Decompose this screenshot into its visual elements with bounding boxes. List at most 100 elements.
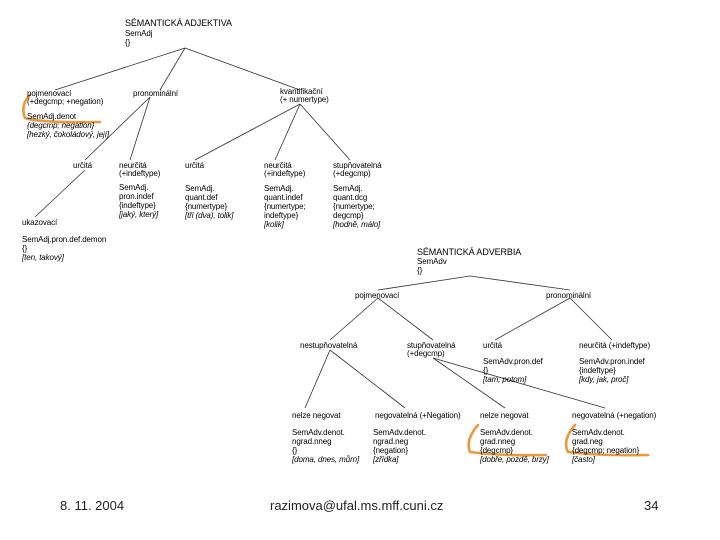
edge-adv-pojm-nestupn — [329, 297, 379, 341]
adj-urcita-kvant-attrs: {numertype} — [185, 202, 228, 211]
adv-neurcita-attrs: {indeftype} — [579, 366, 616, 375]
adv-nelze-negovat-2-attrs: {degcmp} — [480, 446, 514, 455]
edge-adj-kvant-neurcita — [274, 103, 301, 161]
adv-nelze-negovat-1-examples: [doma, dnes, můrn] — [292, 455, 360, 464]
adv-negovatelna-2-attrs: {degcmp; negation} — [572, 446, 640, 455]
adj-stupnovatelna-attrs2: degcmp} — [333, 211, 364, 220]
adv-tree-title: SÉMANTICKÁ ADVERBIA — [417, 247, 522, 257]
adj-neurcita-kvant-attrs1: {numertype; — [264, 202, 306, 211]
adj-ukazovaci-attrs: {} — [22, 244, 28, 253]
adj-kvantifikacni-features: (+ numertype) — [280, 95, 329, 104]
edge-adj-urcita-ukaz — [34, 169, 86, 218]
adj-urcita-kvant-label: určitá — [185, 161, 204, 170]
edge-adv-nestupn-neg1 — [329, 349, 406, 409]
adv-negovatelna-2-label: negovatelná (+negation) — [572, 411, 657, 420]
adj-neurcita-pron-label: neurčitá — [119, 161, 147, 170]
adv-pojmenovaci-label: pojmenovací — [355, 291, 400, 300]
adv-stupnovatelna-features: (+degcmp) — [407, 349, 445, 358]
adv-nelze-negovat-1-type1: SemAdv.denot. — [292, 428, 345, 437]
edge-adv-nestupn-nelze1 — [304, 349, 331, 409]
adj-neurcita-kvant-examples: [kolik] — [264, 220, 284, 229]
adv-nestupnovatelna-label: nestupňovatelná — [300, 341, 358, 350]
adv-negovatelna-2-examples: [často] — [572, 455, 595, 464]
highlight-mark-adj-denot — [22, 93, 102, 124]
adj-stupnovatelna-features: (+degcmp) — [333, 169, 371, 178]
adv-nelze-negovat-2-type1: SemAdv.denot. — [480, 428, 533, 437]
edge-adj-root-pojm — [54, 47, 186, 91]
adj-pojmenovaci-attrs: {degcmp; negation} — [27, 121, 95, 130]
adv-negovatelna-1-type1: SemAdv.denot. — [373, 428, 426, 437]
adj-stupnovatelna-type1: SemAdj. — [333, 184, 363, 193]
adv-neurcita-examples: [kdy, jak, proč] — [579, 375, 629, 384]
footer-date: 8. 11. 2004 — [60, 498, 125, 513]
adv-nelze-negovat-2-examples: [dobře, pozdě, brzy] — [480, 455, 549, 464]
edge-adv-stupn-neg2 — [432, 357, 606, 409]
adv-pronominalni-label: pronominální — [546, 291, 592, 300]
adv-nelze-negovat-1-type2: ngrad.nneg — [292, 437, 332, 446]
adv-neurcita-type: SemAdv.pron.indef — [579, 357, 645, 366]
adj-neurcita-pron-type2: pron.indef — [119, 192, 154, 201]
adj-neurcita-pron-attrs: {indeftype} — [119, 201, 156, 210]
edge-adv-pron-neurcita — [569, 297, 613, 341]
adv-negovatelna-2-type1: SemAdv.denot. — [572, 428, 625, 437]
adv-nelze-negovat-1-attrs: {} — [292, 446, 298, 455]
adv-negovatelna-1-examples: [zřídka] — [373, 455, 399, 464]
adj-root-brackets: {} — [125, 38, 131, 47]
adj-ukazovaci-examples: [ten, takový] — [22, 253, 64, 262]
adv-urcita-label: určitá — [483, 341, 502, 350]
adv-nelze-negovat-1-label: nelze negovat — [292, 411, 341, 420]
adv-root-type: SemAdv — [417, 257, 447, 266]
edge-adv-root-pojm — [377, 275, 471, 291]
adj-urcita-pron-label: určitá — [73, 161, 92, 170]
adv-negovatelna-1-type2: ngrad.neg — [373, 437, 409, 446]
adj-neurcita-pron-examples: [jaký, který] — [119, 210, 159, 219]
adj-neurcita-kvant-features: (+indeftype) — [264, 169, 306, 178]
adj-urcita-kvant-type1: SemAdj. — [185, 184, 215, 193]
highlight-mark-adv-grad-neg — [564, 423, 650, 457]
adj-pojmenovaci-examples: [hezký, čokoládový, její] — [27, 130, 109, 139]
adj-kvantifikacni-label: kvantifikační — [280, 87, 323, 96]
edge-adv-root-pron — [469, 275, 571, 291]
adv-nelze-negovat-2-type2: grad.nneg — [480, 437, 516, 446]
adv-root-brackets: {} — [417, 266, 423, 275]
adj-neurcita-kvant-type1: SemAdj. — [264, 184, 294, 193]
adj-stupnovatelna-type2: quant.dcg — [333, 193, 368, 202]
edge-adv-pojm-stupn — [377, 297, 434, 341]
adj-ukazovaci-label: ukazovací — [22, 218, 58, 227]
footer-page-number: 34 — [644, 498, 659, 513]
edge-adv-stupn-nelze2 — [432, 357, 506, 409]
adj-neurcita-kvant-label: neurčitá — [264, 161, 292, 170]
adj-stupnovatelna-label: stupňovatelná — [333, 161, 382, 170]
adv-urcita-type: SemAdv.pron.def — [483, 357, 543, 366]
adj-pojmenovaci-features: (+degcmp; +negation) — [27, 97, 104, 106]
adj-stupnovatelna-attrs1: {numertype; — [333, 202, 375, 211]
edge-adj-root-kvant — [184, 47, 301, 91]
adv-urcita-examples: [tam, potom] — [483, 375, 527, 384]
highlight-mark-adv-grad-nneg — [467, 423, 548, 457]
adj-neurcita-pron-features: (+indeftype) — [119, 169, 161, 178]
adj-urcita-kvant-type2: quant.def — [185, 193, 218, 202]
adj-neurcita-pron-type1: SemAdj. — [119, 183, 149, 192]
adj-tree-title: SÉMANTICKÁ ADJEKTIVA — [125, 18, 232, 28]
adj-neurcita-kvant-type2: quant.indef — [264, 193, 303, 202]
adj-pojmenovaci-type: SemAdj.denot — [27, 112, 77, 121]
adv-negovatelna-1-attrs: {negation} — [373, 446, 409, 455]
adv-negovatelna-1-label: negovatelná (+Negation) — [375, 411, 461, 420]
edge-adj-kvant-stupn — [299, 103, 351, 161]
adv-stupnovatelna-label: stupňovatelná — [407, 341, 456, 350]
adj-neurcita-kvant-attrs2: indeftype} — [264, 211, 299, 220]
adj-ukazovaci-type: SemAdj.pron.def.demon — [22, 235, 107, 244]
adj-root-type: SemAdj — [125, 29, 153, 38]
adj-urcita-kvant-examples: [tři (dva), tolik] — [185, 211, 234, 220]
adj-pojmenovaci-label: pojmenovací — [27, 89, 72, 98]
edge-adv-pron-urcita — [494, 297, 571, 341]
edge-adj-pron-urcita — [84, 96, 151, 161]
edge-adj-pron-neurcita — [129, 96, 151, 161]
footer-email: razimova@ufal.ms.mff.cuni.cz — [270, 498, 444, 513]
adv-urcita-attrs: {} — [483, 366, 489, 375]
edge-adj-root-pron — [159, 47, 186, 91]
edge-adj-kvant-urcita — [194, 103, 301, 161]
adv-neurcita-label: neurčitá (+indeftype) — [579, 341, 651, 350]
adj-stupnovatelna-examples: [hodně, málo] — [333, 220, 381, 229]
